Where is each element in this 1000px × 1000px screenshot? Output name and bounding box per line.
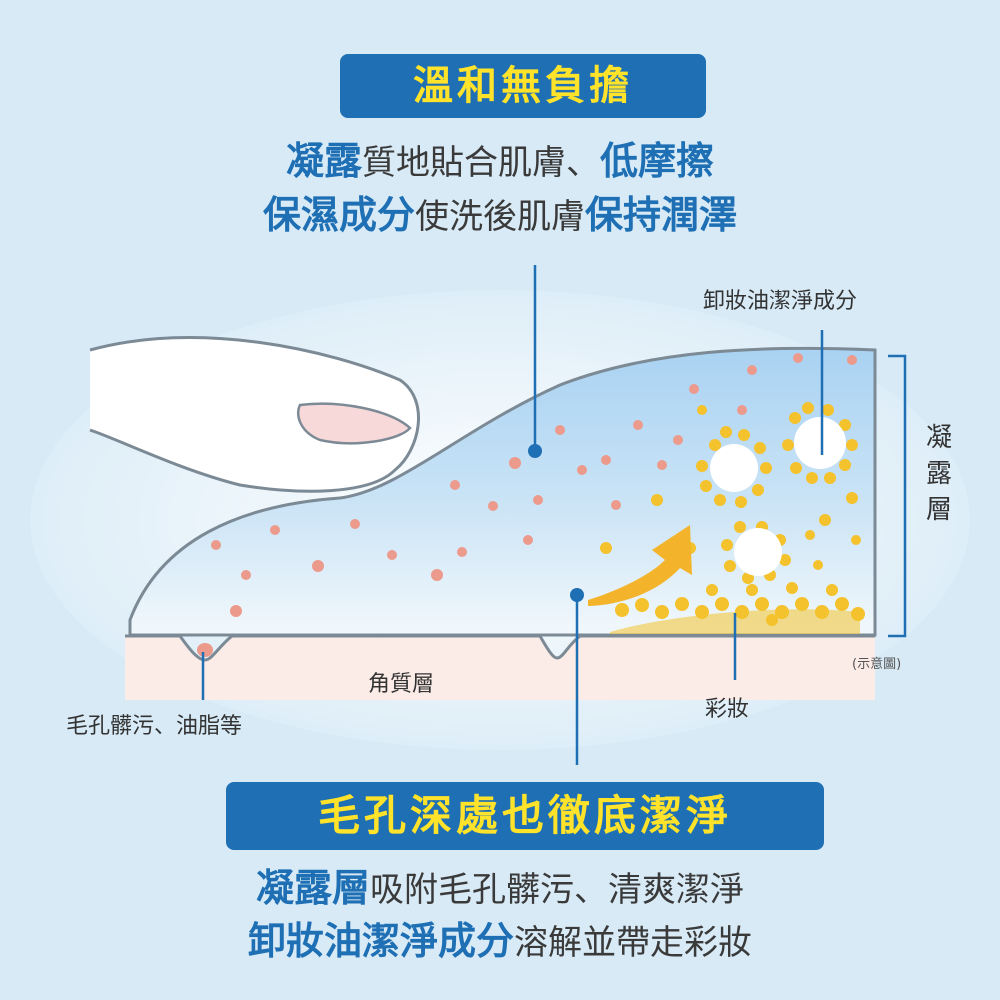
desc-bottom-2-seg-1: 溶解並帶走彩妝 (514, 923, 752, 963)
desc-bottom-2-seg-0: 卸妝油潔淨成分 (247, 919, 514, 963)
desc-top-1-seg-0: 凝露 (285, 139, 362, 183)
banner-gentle: 溫和無負擔 (340, 54, 706, 118)
label-illustration-note: (示意圖) (852, 657, 902, 672)
label-cleansing-oil: 卸妝油潔淨成分 (703, 289, 858, 314)
desc-top-2-seg-1: 使洗後肌膚 (415, 197, 585, 237)
finger-shape (89, 336, 420, 493)
skin-layer-shape (125, 635, 875, 700)
label-pore-dirt: 毛孔髒污、油脂等 (66, 714, 243, 739)
fingernail-shape (296, 402, 412, 445)
skin-surface-line (125, 634, 875, 662)
yellow-dots (600, 402, 865, 626)
desc-top-1-seg-1: 質地貼合肌膚、 (362, 143, 600, 183)
desc-bottom-line-1: 凝露層吸附毛孔髒污、清爽潔淨 (0, 857, 1000, 912)
desc-top-line-1: 凝露質地貼合肌膚、低摩擦 (0, 130, 1000, 185)
desc-top-2-seg-2: 保持潤澤 (585, 193, 738, 237)
banner-deep-clean: 毛孔深處也徹底潔淨 (226, 782, 824, 850)
pink-dots (211, 353, 857, 617)
pore-dirt-mark (197, 643, 213, 657)
desc-bottom-1-seg-1: 吸附毛孔髒污、清爽潔淨 (370, 870, 744, 910)
cleansing-bubbles (710, 417, 846, 576)
desc-top-2-seg-0: 保濕成分 (262, 193, 415, 237)
desc-top-1-seg-2: 低摩擦 (600, 139, 715, 183)
pointer-dot-pore (570, 588, 584, 602)
pointer-dot-gel (528, 444, 542, 458)
desc-bottom-1-seg-0: 凝露層 (255, 866, 370, 910)
desc-bottom-line-2: 卸妝油潔淨成分溶解並帶走彩妝 (0, 910, 1000, 965)
lift-arrow-icon (588, 525, 692, 606)
label-gel-layer: 凝露層 (925, 423, 952, 525)
desc-top-line-2: 保濕成分使洗後肌膚保持潤澤 (0, 184, 1000, 239)
label-makeup: 彩妝 (705, 697, 750, 722)
pointer-lines (201, 265, 824, 765)
gel-layer-bracket (888, 354, 907, 638)
label-stratum-corneum: 角質層 (368, 672, 435, 697)
